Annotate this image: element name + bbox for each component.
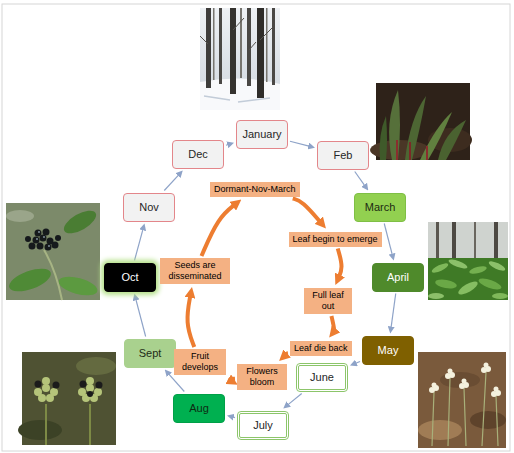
node-text: Seeds are disseminated bbox=[164, 260, 226, 282]
photo-leaf-field bbox=[428, 222, 508, 300]
month-arrow bbox=[384, 224, 392, 257]
month-arrow bbox=[135, 298, 145, 337]
stage-label: Fruit develops bbox=[174, 349, 226, 375]
month-arrow bbox=[287, 394, 302, 406]
month-box: Feb bbox=[317, 141, 369, 170]
month-arrow bbox=[226, 144, 230, 145]
photo-seeds bbox=[6, 203, 100, 300]
month-box: Oct bbox=[104, 263, 156, 292]
cycle-arrow bbox=[293, 199, 322, 224]
cycle-arrow bbox=[230, 379, 235, 382]
node-text: Dec bbox=[188, 148, 208, 161]
photo-fruit bbox=[18, 352, 116, 445]
month-arrow bbox=[354, 361, 360, 364]
month-box: April bbox=[372, 263, 424, 292]
node-text: June bbox=[310, 371, 334, 384]
month-box: May bbox=[362, 336, 414, 365]
month-box: Nov bbox=[123, 193, 175, 222]
month-box: Dec bbox=[172, 140, 224, 169]
stage-label: Leaf die back bbox=[290, 341, 352, 356]
frame bbox=[2, 4, 510, 451]
photo-winter-forest bbox=[200, 8, 280, 110]
month-box: June bbox=[296, 363, 348, 392]
month-arrow bbox=[231, 417, 235, 418]
month-arrow bbox=[290, 141, 311, 146]
node-text: July bbox=[253, 419, 273, 432]
node-text: May bbox=[378, 344, 399, 357]
stage-label: Leaf begin to emerge bbox=[289, 232, 382, 247]
stage-label: Dormant-Nov-March bbox=[210, 182, 300, 197]
month-box: Aug bbox=[173, 394, 225, 423]
node-text: Sept bbox=[139, 347, 162, 360]
node-text: Flowers bloom bbox=[241, 366, 283, 388]
cycle-arrow bbox=[188, 293, 195, 347]
stage-label: Full leaf out bbox=[304, 288, 352, 314]
month-box: Sept bbox=[124, 339, 176, 368]
month-box: March bbox=[354, 193, 406, 222]
stage-label: Seeds are disseminated bbox=[160, 258, 230, 284]
node-text: Full leaf out bbox=[308, 290, 348, 312]
node-text: Nov bbox=[139, 201, 159, 214]
month-arrow bbox=[355, 172, 366, 188]
node-text: March bbox=[365, 201, 396, 214]
cycle-arrow bbox=[201, 204, 236, 256]
node-text: Aug bbox=[189, 402, 209, 415]
photo-emerging-leaves bbox=[370, 83, 472, 160]
node-text: April bbox=[387, 271, 409, 284]
month-box: January bbox=[236, 120, 288, 149]
node-text: Fruit develops bbox=[178, 351, 222, 373]
month-arrow bbox=[164, 174, 180, 191]
node-text: Oct bbox=[121, 271, 138, 284]
node-text: Leaf begin to emerge bbox=[293, 234, 378, 245]
cycle-arrow bbox=[284, 353, 288, 356]
cycle-arrow bbox=[331, 316, 334, 332]
node-text: January bbox=[242, 128, 281, 141]
node-text: Feb bbox=[334, 149, 353, 162]
node-text: Dormant-Nov-March bbox=[214, 184, 296, 195]
cycle-arrow bbox=[338, 249, 342, 280]
month-arrow bbox=[167, 373, 184, 392]
month-box: July bbox=[237, 411, 289, 440]
node-text: Leaf die back bbox=[294, 343, 348, 354]
month-arrow bbox=[391, 294, 396, 330]
month-arrow bbox=[134, 228, 143, 261]
photo-flowers bbox=[418, 352, 506, 448]
stage-label: Flowers bloom bbox=[237, 364, 287, 390]
